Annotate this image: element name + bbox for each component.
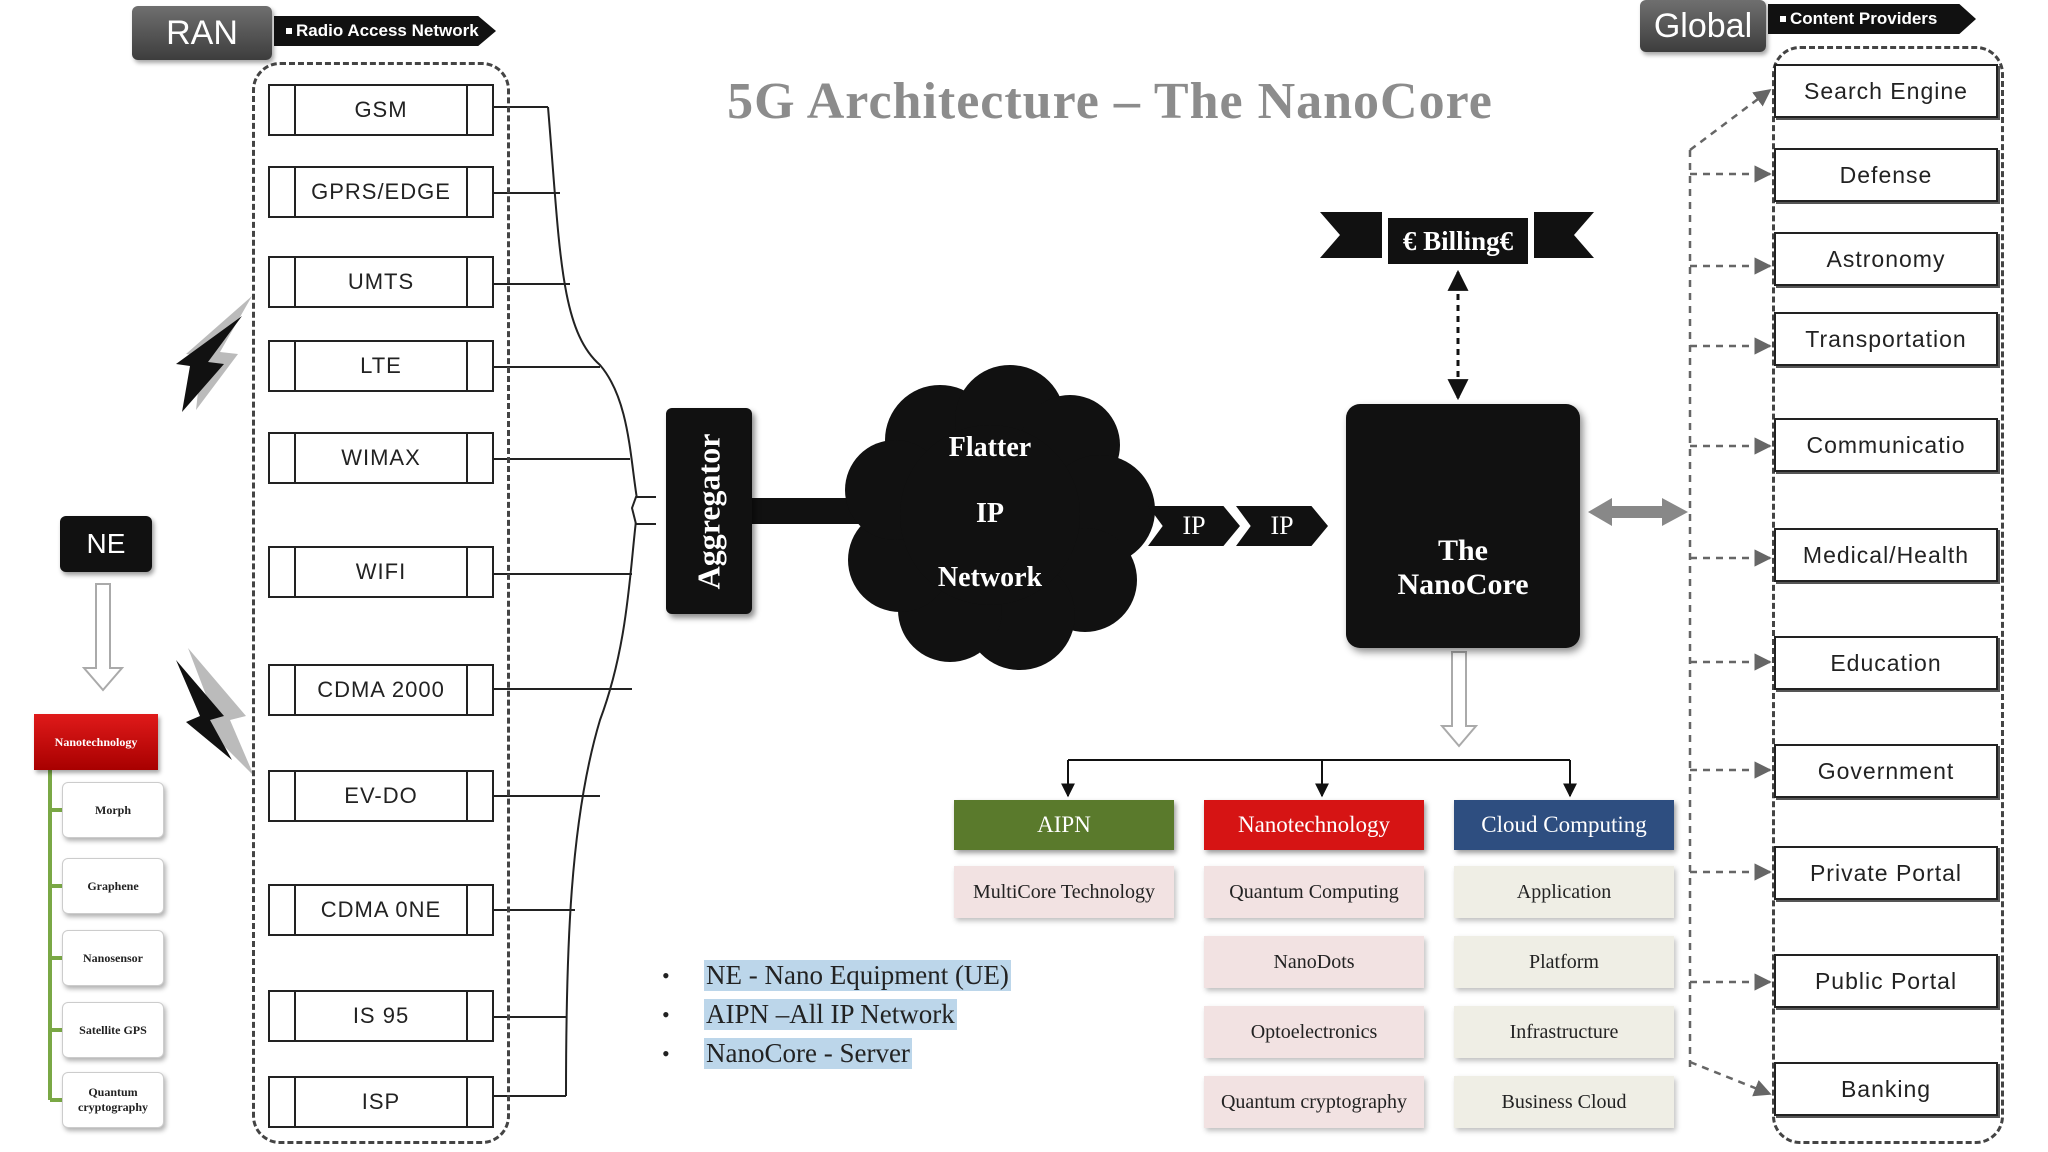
nanocore-line-2: NanoCore [1397,568,1529,601]
cloud-line-3: Network [937,562,1043,593]
nanocore-line-1: The [1437,534,1488,567]
provider-group [1772,46,2004,1144]
column-2-cell-3: Business Cloud [1454,1076,1674,1128]
global-tab: Global [1640,0,1766,52]
provider-item-10: Banking [1774,1062,1998,1116]
column-2-cell-1: Platform [1454,936,1674,988]
column-0-cell-0: MultiCore Technology [954,866,1174,918]
provider-item-6: Education [1774,636,1998,690]
ran-item-5: WIFI [268,546,494,598]
ne-sub-item-1: Graphene [62,858,164,914]
ran-item-6: CDMA 2000 [268,664,494,716]
ne-sub-item-2: Nanosensor [62,930,164,986]
ran-item-2: UMTS [268,256,494,308]
column-header-1: Nanotechnology [1204,800,1424,850]
provider-item-8: Private Portal [1774,846,1998,900]
legend-row-0: • NE - Nano Equipment (UE) [662,956,1011,995]
ran-item-9: IS 95 [268,990,494,1042]
provider-item-3: Transportation [1774,312,1998,366]
cloud-line-1: Flatter [948,432,1032,463]
column-1-cell-1: NanoDots [1204,936,1424,988]
billing-banner: € Billing€ [1388,218,1528,264]
ran-item-0: GSM [268,84,494,136]
nanocore-box: The NanoCore [1346,404,1580,648]
legend-row-1: • AIPN –All IP Network [662,995,1011,1034]
global-arrow-label: Content Providers [1768,4,1976,34]
ran-item-8: CDMA 0NE [268,884,494,936]
provider-item-5: Medical/Health [1774,528,1998,582]
lightning-icon [176,296,254,776]
ran-group [252,62,510,1144]
legend-bullet-icon: • [662,1001,670,1027]
column-header-2: Cloud Computing [1454,800,1674,850]
column-header-0: AIPN [954,800,1174,850]
ne-sub-item-4: Quantum cryptography [62,1072,164,1128]
ran-connectors [494,106,650,1097]
legend-text: NE - Nano Equipment (UE) [704,960,1011,991]
ran-item-3: LTE [268,340,494,392]
provider-item-2: Astronomy [1774,232,1998,286]
page-title: 5G Architecture – The NanoCore [727,73,1493,130]
ran-item-7: EV-DO [268,770,494,822]
legend: • NE - Nano Equipment (UE) • AIPN –All IP N… [662,956,1011,1073]
column-1-cell-3: Quantum cryptography [1204,1076,1424,1128]
ne-box: NE [60,516,152,572]
legend-text: AIPN –All IP Network [704,999,957,1030]
cloud-line-2: IP [976,498,1004,529]
provider-item-1: Defense [1774,148,1998,202]
provider-item-9: Public Portal [1774,954,1998,1008]
ip-arrow-1: IP [1148,506,1240,546]
column-2-cell-2: Infrastructure [1454,1006,1674,1058]
ne-sub-item-0: Morph [62,782,164,838]
provider-item-7: Government [1774,744,1998,798]
legend-bullet-icon: • [662,1040,670,1066]
aggregator-label: Aggregator [690,433,727,589]
legend-row-2: • NanoCore - Server [662,1034,1011,1073]
ran-item-4: WIMAX [268,432,494,484]
column-1-cell-0: Quantum Computing [1204,866,1424,918]
cloud-shape [845,365,1155,670]
column-2-cell-0: Application [1454,866,1674,918]
provider-item-0: Search Engine [1774,64,1998,118]
ip-arrow-2: IP [1236,506,1328,546]
legend-text: NanoCore - Server [704,1038,912,1069]
provider-item-4: Communicatio [1774,418,1998,472]
global-double-arrow [1588,498,1688,526]
ne-nanotechnology-box: Nanotechnology [34,714,158,770]
aggregator-box: Aggregator [666,408,752,614]
column-1-cell-2: Optoelectronics [1204,1006,1424,1058]
ran-item-1: GPRS/EDGE [268,166,494,218]
ran-arrow-label: Radio Access Network [274,16,496,46]
ran-item-10: ISP [268,1076,494,1128]
ran-tab: RAN [132,6,272,60]
ne-sub-item-3: Satellite GPS [62,1002,164,1058]
legend-bullet-icon: • [662,962,670,988]
